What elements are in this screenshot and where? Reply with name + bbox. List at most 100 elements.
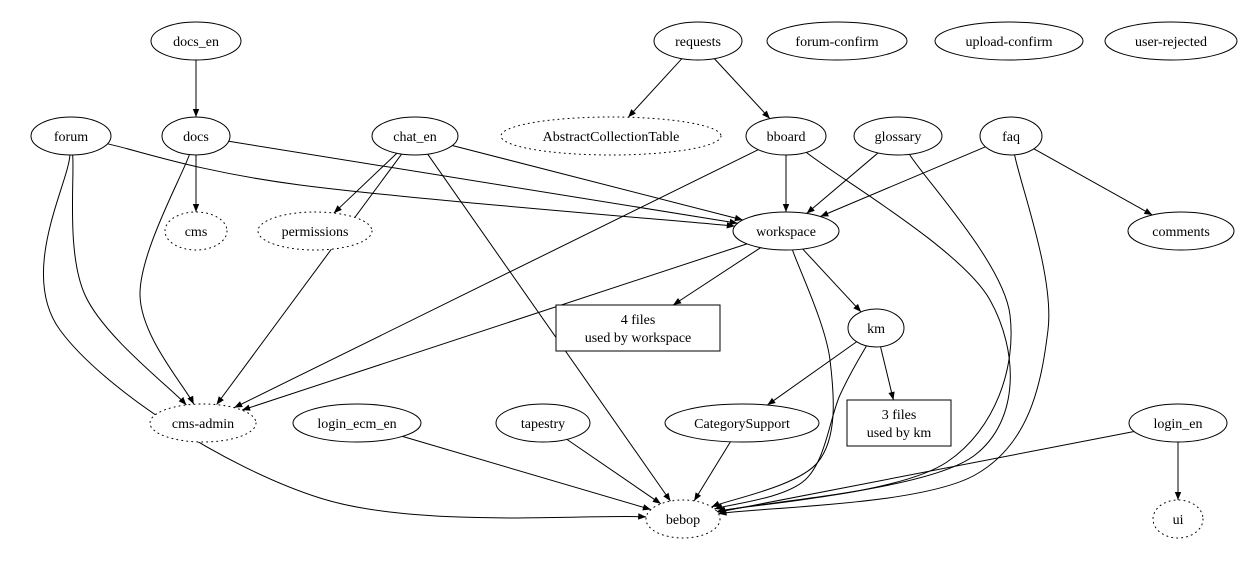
node-user-rejected-shape (1104, 21, 1238, 61)
edge-bboard-cms-admin (233, 149, 759, 409)
node-files-workspace-line-2: used by workspace (585, 331, 692, 346)
node-files-km: 3 files used by km (846, 399, 952, 447)
node-requests-shape (653, 21, 743, 61)
node-files-km-line-2: used by km (867, 426, 932, 441)
node-comments-label: comments (1152, 225, 1210, 240)
node-files-workspace: 4 files used by workspace (555, 304, 721, 352)
node-docs_en: docs_en (150, 21, 242, 61)
node-km-shape (847, 308, 905, 348)
node-requests-label: requests (675, 35, 721, 50)
edge-faq-workspace (820, 146, 986, 217)
node-workspace-shape (732, 211, 840, 251)
node-faq: faq (979, 116, 1043, 156)
node-ui: ui (1152, 499, 1204, 539)
edge-chat_en-bebop (427, 153, 671, 502)
edge-tapestry-bebop (566, 438, 662, 505)
edge-glossary-bebop (716, 154, 1012, 514)
edge-login_en-bebop (717, 431, 1135, 514)
node-workspace-label: workspace (756, 225, 816, 240)
node-files-workspace-line-1: 4 files (621, 313, 656, 328)
edge-docs-workspace (228, 140, 738, 226)
node-ui-label: ui (1173, 513, 1184, 528)
node-cms-admin-shape (149, 403, 257, 443)
node-CategorySupport-label: CategorySupport (694, 417, 790, 432)
edge-chat_en-permissions (333, 152, 398, 214)
node-km: km (847, 308, 905, 348)
node-docs-label: docs (183, 130, 209, 145)
node-upload-confirm-shape (934, 21, 1084, 61)
node-login_en-shape (1128, 403, 1228, 443)
node-permissions-shape (257, 211, 373, 251)
node-files-km-label: 3 files used by km (867, 408, 932, 441)
node-permissions-label: permissions (282, 225, 349, 240)
node-files-workspace-shape (555, 304, 721, 352)
edge-glossary-workspace (806, 152, 879, 214)
node-files-km-shape (846, 399, 952, 447)
node-files-km-line-1: 3 files (882, 408, 917, 423)
node-user-rejected-label: user-rejected (1135, 35, 1207, 50)
node-docs_en-label: docs_en (173, 35, 219, 50)
node-tapestry: tapestry (495, 403, 591, 443)
edge-faq-comments (1033, 148, 1153, 216)
node-login_ecm_en: login_ecm_en (292, 403, 422, 443)
node-forum-shape (30, 116, 112, 156)
edge-forum-bebop (43, 154, 647, 520)
node-cms: cms (164, 211, 228, 251)
node-CategorySupport-shape (664, 403, 820, 443)
node-upload-confirm: upload-confirm (934, 21, 1084, 61)
node-tapestry-shape (495, 403, 591, 443)
node-bebop-shape (645, 499, 721, 539)
node-upload-confirm-label: upload-confirm (965, 35, 1052, 50)
edge-login_ecm_en-bebop (402, 435, 652, 511)
node-bebop: bebop (645, 499, 721, 539)
edge-faq-bebop (718, 154, 1050, 516)
node-user-rejected: user-rejected (1104, 21, 1238, 61)
node-forum-confirm-label: forum-confirm (795, 35, 878, 50)
node-cms-admin-label: cms-admin (172, 417, 234, 432)
node-CategorySupport: CategorySupport (664, 403, 820, 443)
node-comments: comments (1127, 211, 1235, 251)
node-AbstractCollectionTable-shape (500, 116, 722, 156)
edge-workspace-cms-admin (241, 243, 748, 411)
node-forum-label: forum (54, 130, 88, 145)
node-docs: docs (161, 116, 231, 156)
node-files-workspace-label: 4 files used by workspace (585, 313, 692, 346)
edge-workspace-files-workspace (672, 247, 761, 306)
node-glossary-label: glossary (875, 130, 922, 145)
edge-chat_en-cms-admin (216, 153, 403, 405)
node-login_en: login_en (1128, 403, 1228, 443)
edge-forum-cms-admin (71, 154, 187, 406)
node-chat_en-shape (371, 116, 459, 156)
node-AbstractCollectionTable: AbstractCollectionTable (500, 116, 722, 156)
edge-requests-bboard (713, 58, 771, 119)
node-faq-shape (979, 116, 1043, 156)
node-cms-label: cms (185, 225, 208, 240)
node-tapestry-label: tapestry (521, 417, 565, 432)
node-km-label: km (867, 322, 885, 337)
node-forum-confirm: forum-confirm (766, 21, 908, 61)
node-requests: requests (653, 21, 743, 61)
edge-requests-AbstractCollectionTable (627, 58, 683, 118)
edges (43, 58, 1182, 520)
node-forum-confirm-shape (766, 21, 908, 61)
node-cms-admin: cms-admin (149, 403, 257, 443)
edge-CategorySupport-bebop (693, 441, 731, 502)
node-glossary: glossary (853, 116, 943, 156)
edge-forum-workspace (107, 143, 735, 229)
node-comments-shape (1127, 211, 1235, 251)
edge-chat_en-workspace (452, 145, 743, 222)
edge-workspace-km (802, 248, 862, 313)
node-chat_en-label: chat_en (393, 130, 437, 145)
edge-km-CategorySupport (767, 341, 857, 406)
node-ui-shape (1152, 499, 1204, 539)
edge-docs-cms-admin (139, 154, 195, 405)
node-chat_en: chat_en (371, 116, 459, 156)
node-docs_en-shape (150, 21, 242, 61)
node-workspace: workspace (732, 211, 840, 251)
node-login_en-label: login_en (1154, 417, 1203, 432)
node-glossary-shape (853, 116, 943, 156)
node-forum: forum (30, 116, 112, 156)
